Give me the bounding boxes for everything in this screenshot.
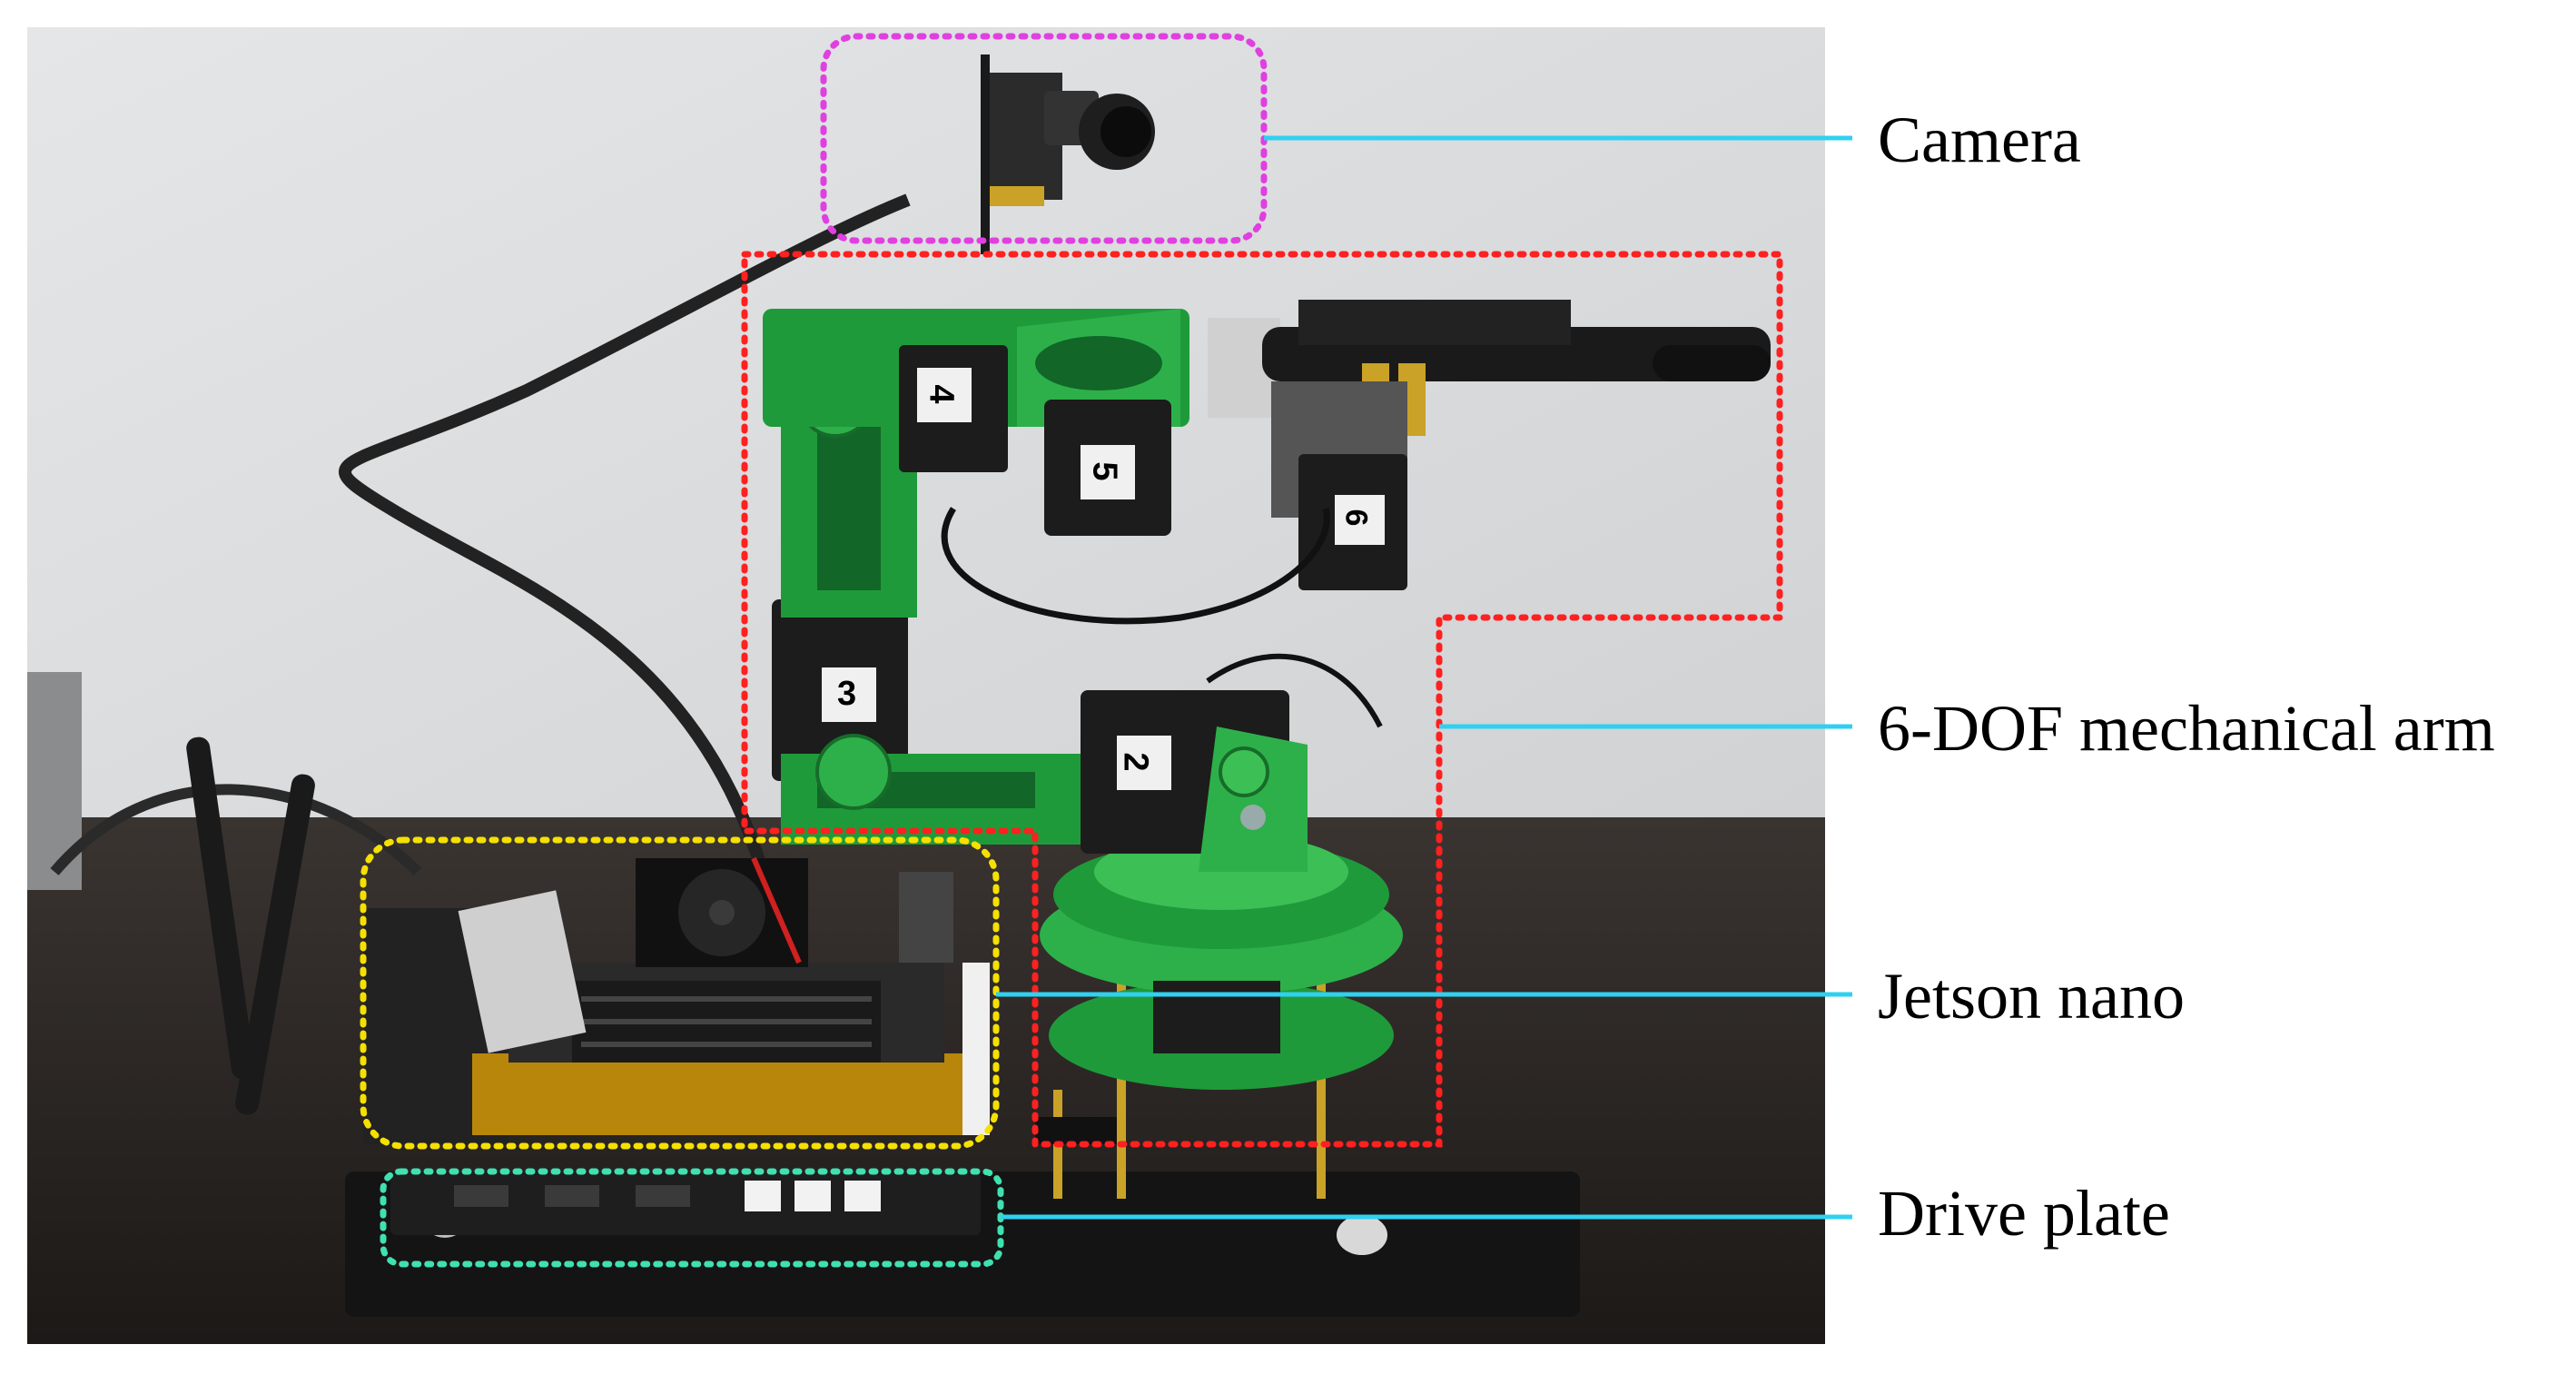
antenna-cable <box>50 784 422 876</box>
drive-plate-label: Drive plate <box>1878 1177 2170 1250</box>
arm-upper-link <box>763 309 1189 536</box>
jetson-nano-board <box>363 856 990 1144</box>
arm-label: 6-DOF mechanical arm <box>1878 692 2495 765</box>
camera-label: Camera <box>1878 104 2081 176</box>
servo-wiring-2 <box>1206 653 1383 728</box>
camera-cable <box>339 193 911 875</box>
servo-3-label-plate <box>822 667 876 722</box>
arm-lower-link <box>1081 690 1308 872</box>
servo-3-number: 3 <box>837 675 857 713</box>
jetson-label: Jetson nano <box>1878 960 2185 1033</box>
servo-6-number: 6 <box>1338 509 1374 527</box>
servo-4-number: 4 <box>922 384 961 404</box>
servo-6-label-plate <box>1335 495 1385 545</box>
servo-5-label-plate <box>1081 445 1135 499</box>
wifi-antennas <box>186 736 315 1115</box>
drive-plate-connectors <box>454 1181 881 1211</box>
servo-2-label-plate <box>1117 736 1171 790</box>
servo-2-number: 2 <box>1116 752 1155 772</box>
servo-5-number: 5 <box>1085 461 1124 481</box>
gripper <box>1208 300 1771 590</box>
servo-wiring <box>941 507 1330 625</box>
suction-foot-right <box>1337 1215 1387 1255</box>
leader-lines <box>996 135 1852 1220</box>
servo-4-label-plate <box>917 368 972 422</box>
camera-module <box>981 54 1155 254</box>
arm-callout-box <box>741 251 1783 1148</box>
